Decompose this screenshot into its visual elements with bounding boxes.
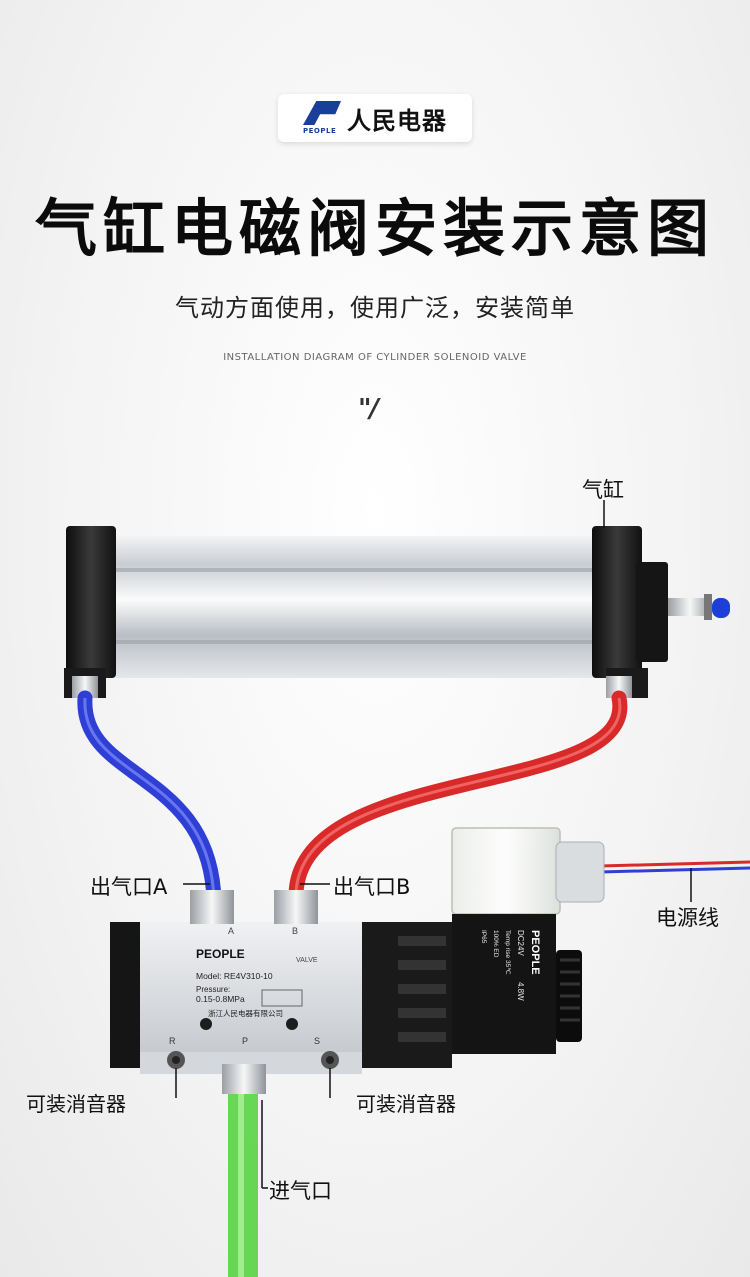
people-logo-icon: PEOPLE xyxy=(303,101,341,135)
coil-temp: Temp rise 35℃ xyxy=(504,930,511,975)
cylinder xyxy=(64,526,730,698)
valve-pressure-value: 0.15-0.8MPa xyxy=(196,994,245,1004)
valve-body xyxy=(140,922,362,1052)
cylinder-fitting-left xyxy=(72,676,98,698)
cylinder-end-cap-right xyxy=(592,526,642,678)
power-cord-red xyxy=(599,860,750,868)
page-subtitle: 气动方面使用，使用广泛，安装简单 xyxy=(175,294,575,322)
outlet-b-fitting xyxy=(274,890,318,924)
cylinder-barrel xyxy=(110,536,598,678)
outlet-a-fitting xyxy=(190,890,234,924)
page-title: 气缸电磁阀安装示意图 xyxy=(34,192,715,265)
label-inlet: 进气口 xyxy=(269,1179,332,1203)
coil-duty: 100% ED xyxy=(492,930,499,958)
quote-mark-decoration: "/ xyxy=(358,394,379,424)
valve-model: Model: RE4V310-10 xyxy=(196,971,273,981)
valve-pressure-label: Pressure: xyxy=(196,985,230,994)
port-r-label: R xyxy=(169,1036,176,1046)
port-s-label: S xyxy=(314,1036,320,1046)
solenoid-valve xyxy=(110,890,452,1094)
valve-maker: 浙江人民电器有限公司 xyxy=(208,1008,283,1018)
label-outlet-a: 出气口A xyxy=(90,875,168,899)
valve-type: VALVE xyxy=(296,957,318,964)
cylinder-end-cap-left xyxy=(66,526,116,678)
brand-logo: PEOPLE 人民电器 xyxy=(278,94,472,142)
label-cylinder: 气缸 xyxy=(582,478,624,502)
port-a-label: A xyxy=(228,926,234,936)
label-power-cord: 电源线 xyxy=(656,906,719,930)
solenoid-coil xyxy=(451,827,605,1054)
power-cord-blue xyxy=(599,866,750,874)
brand-name: 人民电器 xyxy=(347,106,447,135)
connector-housing xyxy=(451,827,561,915)
rod-tip xyxy=(712,598,730,618)
coil-power: 4.8W xyxy=(516,982,525,1001)
coil-body xyxy=(452,914,556,1054)
label-muffler-left: 可装消音器 xyxy=(26,1092,126,1116)
cylinder-fitting-right xyxy=(606,676,632,698)
port-b-label: B xyxy=(292,926,298,936)
coil-brand: PEOPLE xyxy=(529,930,541,975)
piston-rod xyxy=(668,598,712,616)
inlet-fitting xyxy=(222,1064,266,1094)
valve-brand: PEOPLE xyxy=(196,947,245,961)
hose-a xyxy=(77,690,222,908)
english-caption: INSTALLATION DIAGRAM OF CYLINDER SOLENOI… xyxy=(223,352,527,363)
coil-ip: IP65 xyxy=(480,930,487,944)
label-outlet-b: 出气口B xyxy=(333,875,411,899)
coil-voltage: DC24V xyxy=(516,930,525,956)
label-muffler-right: 可装消音器 xyxy=(356,1092,456,1116)
port-p-label: P xyxy=(242,1036,248,1046)
